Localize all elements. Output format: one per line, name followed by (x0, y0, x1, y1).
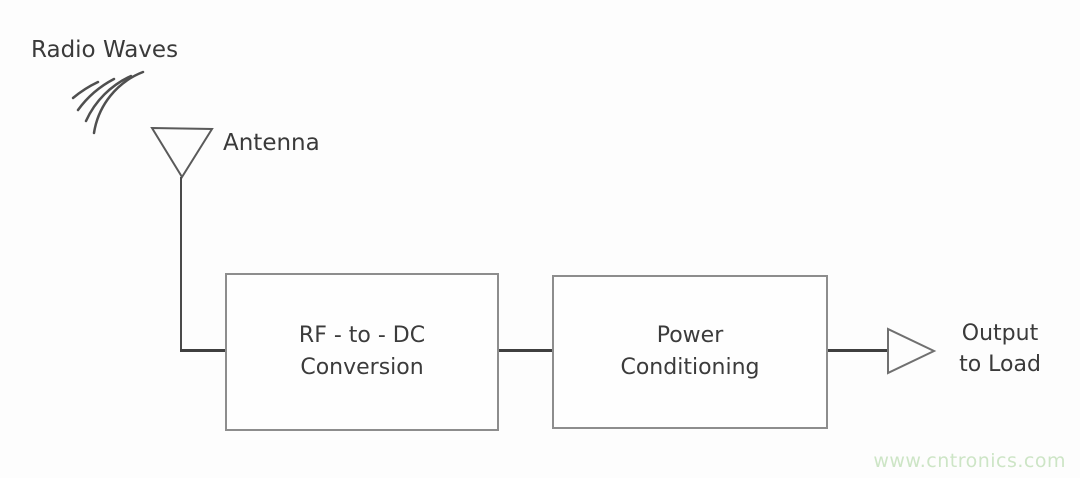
block-rf-label-line2: Conversion (300, 355, 424, 380)
watermark-text: www.cntronics.com (873, 450, 1066, 472)
output-label-line1: Output (961, 321, 1039, 346)
output-label-line2: to Load (959, 352, 1041, 377)
block-power-conditioning: Power Conditioning (552, 275, 828, 429)
output-arrow-icon (887, 327, 937, 375)
block-pc-label-line1: Power (656, 323, 724, 348)
radio-waves-icon (71, 70, 145, 135)
radio-waves-label: Radio Waves (31, 37, 179, 63)
block-rf-label-line1: RF - to - DC (298, 323, 426, 348)
block-pc-label-line2: Conditioning (620, 355, 760, 380)
antenna-icon (150, 126, 214, 179)
antenna-label: Antenna (223, 130, 320, 156)
output-to-load-label: Output to Load (938, 318, 1062, 380)
block-rf-to-dc-conversion: RF - to - DC Conversion (225, 273, 499, 431)
